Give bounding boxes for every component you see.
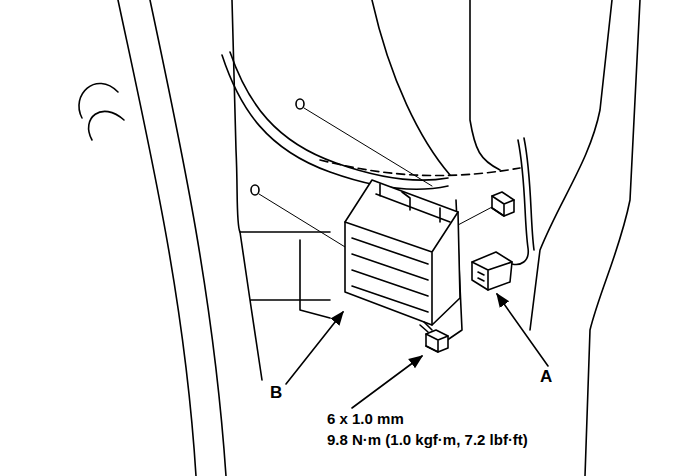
- body-curve: [79, 83, 124, 140]
- leader-arrow: [352, 356, 422, 408]
- panel-edge: [300, 240, 330, 318]
- part-letter: B: [270, 384, 282, 403]
- panel-edge: [470, 0, 500, 170]
- alignment-line: [259, 194, 350, 250]
- wire-harness: [222, 55, 448, 189]
- body-line: [150, 0, 226, 476]
- panel-edge: [585, 0, 640, 476]
- panel-edge: [240, 232, 330, 380]
- alignment-line: [458, 206, 494, 225]
- alignment-line: [304, 108, 432, 186]
- bolt: [492, 192, 514, 216]
- torque-spec: 9.8 N·m (1.0 kgf·m, 7.2 lbf·ft): [327, 432, 528, 449]
- leader-arrow: [286, 312, 343, 384]
- body-line: [118, 0, 196, 476]
- bolt-size: 6 x 1.0 mm: [327, 411, 404, 428]
- panel-edge: [232, 0, 330, 232]
- panel-edge: [372, 0, 450, 175]
- mount-hole: [296, 99, 304, 109]
- part-letter: A: [540, 368, 552, 387]
- module-unit: [345, 180, 460, 325]
- bolt: [420, 322, 448, 352]
- wire-harness: [230, 52, 448, 180]
- panel-edge: [530, 0, 612, 330]
- wire: [524, 138, 534, 250]
- leader-arrow: [497, 294, 548, 366]
- mount-hole: [251, 185, 259, 195]
- connector: [472, 252, 512, 290]
